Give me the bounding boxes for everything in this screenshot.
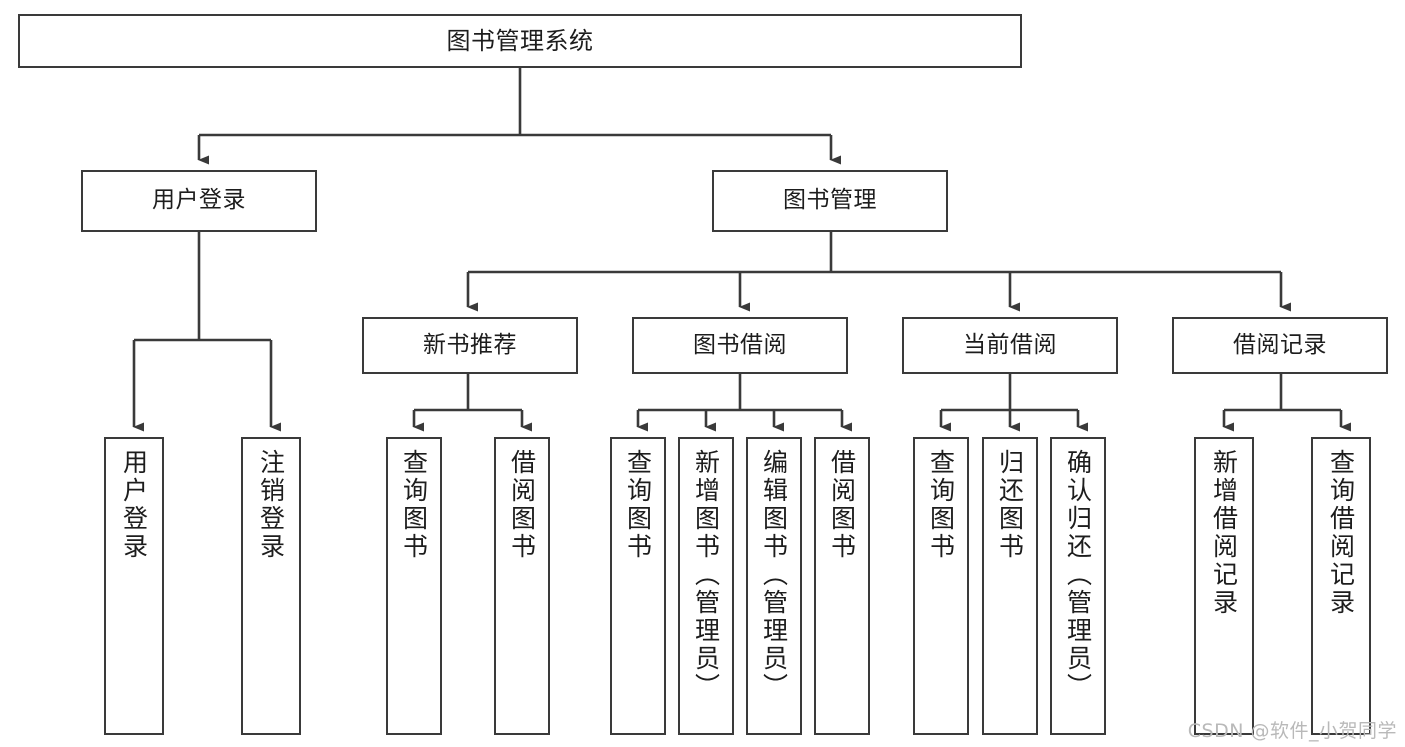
leaf-borrow-book[interactable]: 借阅图书 [814,437,870,735]
leaf-logout-login[interactable]: 注销登录 [241,437,301,735]
node-book-management[interactable]: 图书管理 [712,170,948,232]
node-label: 新书推荐 [423,331,517,358]
node-label: 查询图书 [926,449,956,561]
leaf-add-book-admin[interactable]: 新增图书（管理员） [678,437,734,735]
node-label: 借阅图书 [507,449,537,561]
node-user-login[interactable]: 用户登录 [81,170,317,232]
leaf-query-book-recommend[interactable]: 查询图书 [386,437,442,735]
node-label: 图书管理 [783,187,877,214]
node-label: 用户登录 [119,449,149,561]
leaf-query-borrow-record[interactable]: 查询借阅记录 [1311,437,1371,735]
node-label: 编辑图书（管理员） [759,449,789,701]
node-label: 借阅图书 [827,449,857,561]
leaf-query-book-borrow[interactable]: 查询图书 [610,437,666,735]
leaf-user-login[interactable]: 用户登录 [104,437,164,735]
node-label: 新增图书（管理员） [691,449,721,701]
node-label: 图书管理系统 [446,26,594,55]
node-label: 当前借阅 [963,331,1057,358]
node-label: 查询图书 [623,449,653,561]
node-book-borrow[interactable]: 图书借阅 [632,317,848,374]
leaf-edit-book-admin[interactable]: 编辑图书（管理员） [746,437,802,735]
node-new-book-recommend[interactable]: 新书推荐 [362,317,578,374]
csdn-watermark: CSDN @软件_小贺同学 [1187,720,1397,742]
leaf-confirm-return-admin[interactable]: 确认归还（管理员） [1050,437,1106,735]
node-label: 查询借阅记录 [1326,449,1356,617]
node-label: 归还图书 [995,449,1025,561]
node-label: 确认归还（管理员） [1063,449,1093,701]
leaf-add-borrow-record[interactable]: 新增借阅记录 [1194,437,1254,735]
node-label: 注销登录 [256,449,286,561]
node-label: 新增借阅记录 [1209,449,1239,617]
node-label: 借阅记录 [1233,331,1327,358]
node-current-borrow[interactable]: 当前借阅 [902,317,1118,374]
leaf-borrow-book-recommend[interactable]: 借阅图书 [494,437,550,735]
node-borrow-record[interactable]: 借阅记录 [1172,317,1388,374]
node-label: 用户登录 [152,187,246,214]
leaf-return-book[interactable]: 归还图书 [982,437,1038,735]
node-root-book-management-system[interactable]: 图书管理系统 [18,14,1022,68]
node-label: 图书借阅 [693,331,787,358]
node-label: 查询图书 [399,449,429,561]
leaf-query-book-current[interactable]: 查询图书 [913,437,969,735]
